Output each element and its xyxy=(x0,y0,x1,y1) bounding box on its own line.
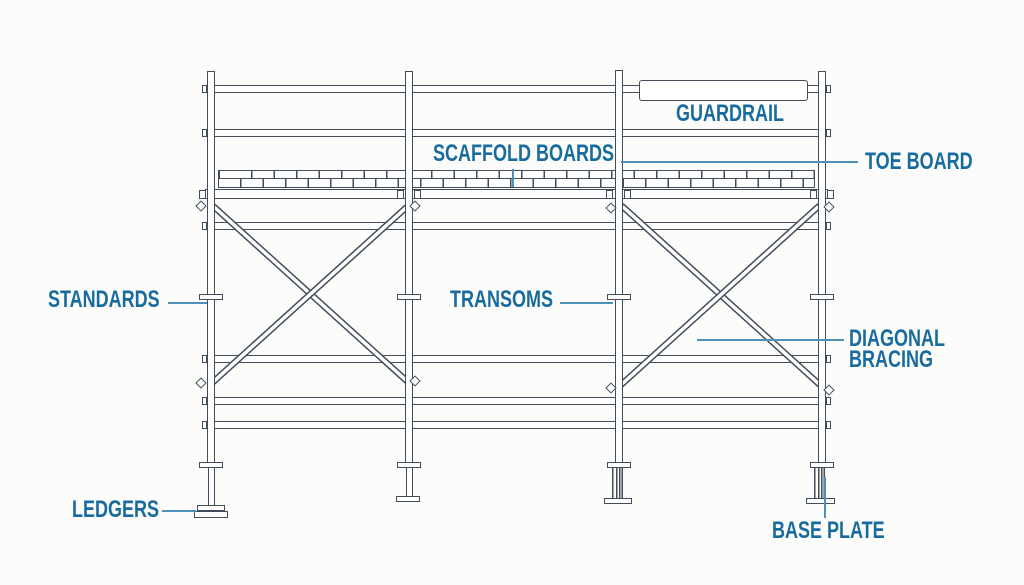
ledger-connector xyxy=(606,190,613,199)
base-plate-foot xyxy=(396,496,420,502)
scaffold-boards-top-course xyxy=(219,171,814,179)
rail-end-tab xyxy=(826,222,831,230)
standard-post-4 xyxy=(818,71,826,465)
coupler xyxy=(810,294,834,300)
standards-leader-line xyxy=(168,302,207,304)
standards-label: STANDARDS xyxy=(48,286,160,313)
toe-board-leader-line xyxy=(621,161,858,163)
scaffold-boards-leader-line xyxy=(512,169,514,187)
ledger-connector xyxy=(414,190,421,199)
rail-end-tab xyxy=(202,397,207,405)
rail-end-tab xyxy=(202,222,207,230)
base-plate-leader-line xyxy=(824,477,826,518)
coupler xyxy=(397,294,421,300)
scaffold-boards-label: SCAFFOLD BOARDS xyxy=(433,140,614,167)
ledgers-label: LEDGERS xyxy=(72,496,160,523)
standard-post-1 xyxy=(207,71,215,465)
rail-end-tab xyxy=(826,421,831,429)
ledger-connector xyxy=(827,190,834,199)
coupler xyxy=(607,294,631,300)
transoms-leader-line xyxy=(560,302,613,304)
base-collar xyxy=(397,462,421,468)
rail-end-tab xyxy=(826,355,831,363)
base-plate-foot xyxy=(197,505,225,511)
rail-end-tab xyxy=(826,85,831,93)
post-leg xyxy=(208,468,215,506)
rail-end-tab xyxy=(202,129,207,137)
ledgers-leader-line xyxy=(162,510,196,512)
toe-board-label: TOE BOARD xyxy=(865,148,973,175)
standard-post-2 xyxy=(405,71,413,465)
rail-end-tab xyxy=(202,355,207,363)
base-plate-label: BASE PLATE xyxy=(772,517,885,544)
guardrail-label: GUARDRAIL xyxy=(676,100,784,127)
rail-end-tab xyxy=(202,85,207,93)
rail-end-tab xyxy=(826,129,831,137)
diagonal-bracing-label-line2: BRACING xyxy=(849,346,933,373)
base-plate-foot xyxy=(806,498,835,504)
rail-end-tab xyxy=(202,421,207,429)
ledger-connector xyxy=(810,190,817,199)
screw-jack-leg xyxy=(814,468,825,499)
base-collar xyxy=(199,462,223,468)
standard-post-3 xyxy=(615,70,623,465)
base-collar xyxy=(607,462,631,468)
ledger-connector xyxy=(397,190,404,199)
guardrail-bar xyxy=(639,80,808,101)
diagonal-bracing-label: DIAGONAL BRACING xyxy=(849,325,945,373)
transoms-label: TRANSOMS xyxy=(450,286,554,313)
diagonal-bracing-leader-line xyxy=(697,339,844,341)
scaffold-boards-bottom-course xyxy=(219,179,814,187)
rail-end-tab xyxy=(826,397,831,405)
post-leg xyxy=(406,468,413,497)
scaffold-boards-platform xyxy=(218,170,815,188)
ledger-connector xyxy=(199,190,206,199)
sole-board xyxy=(194,511,228,518)
coupler xyxy=(199,294,223,300)
screw-jack-leg xyxy=(612,468,623,499)
ledger-connector xyxy=(624,190,631,199)
base-collar xyxy=(810,462,834,468)
diagonal-bracing-label-line1: DIAGONAL xyxy=(849,325,945,352)
base-plate-foot xyxy=(604,498,632,504)
